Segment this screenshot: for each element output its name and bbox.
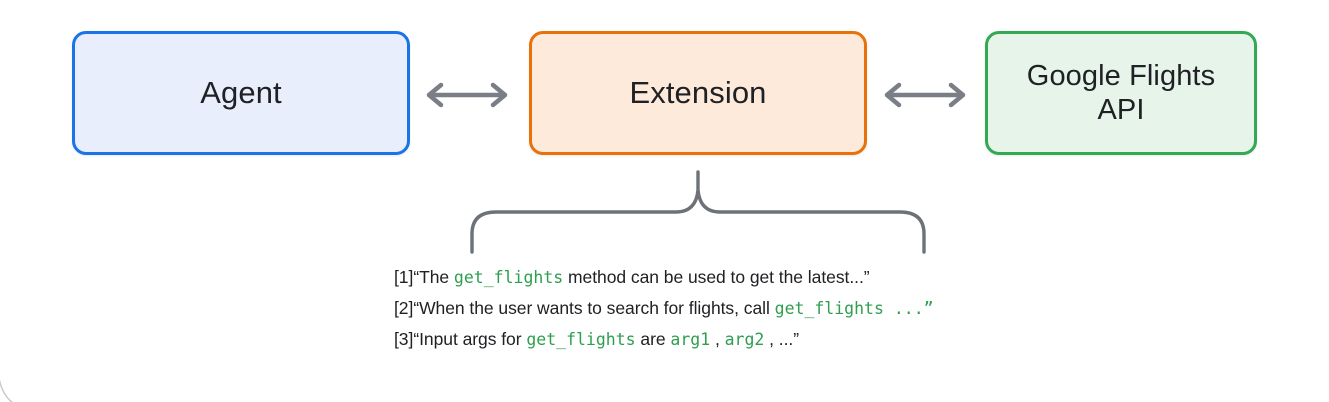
curly-brace-icon xyxy=(466,168,930,254)
annotation-1-text-a: “The xyxy=(413,267,454,287)
annotation-3-text-a: “Input args for xyxy=(413,329,527,349)
annotation-3-code-arg1: arg1 xyxy=(670,330,711,349)
node-extension-label: Extension xyxy=(629,74,767,110)
annotation-3-text-d: , ...” xyxy=(764,329,799,349)
node-google-flights-api-label: Google Flights API xyxy=(1026,59,1216,126)
annotation-1-index: [1] xyxy=(394,267,414,287)
annotation-line-3: [3] “Input args for get_flights are arg1… xyxy=(394,324,1054,355)
annotation-1-text-b: method can be used to get the latest...” xyxy=(563,267,870,287)
annotation-2-code-get-flights: get_flights xyxy=(774,299,884,318)
node-agent-label: Agent xyxy=(200,74,282,110)
annotation-2-text-a: “When the user wants to search for fligh… xyxy=(413,298,775,318)
annotation-3-text-b: are xyxy=(635,329,671,349)
annotation-line-1: [1] “The get_flights method can be used … xyxy=(394,262,1054,293)
annotation-3-code-get-flights: get_flights xyxy=(526,330,636,349)
annotation-3-index: [3] xyxy=(394,329,414,349)
annotation-3-code-arg2: arg2 xyxy=(724,330,765,349)
slide-corner-arc-icon xyxy=(0,366,40,402)
double-arrow-agent-extension-icon xyxy=(418,78,516,112)
node-google-flights-api[interactable]: Google Flights API xyxy=(985,31,1257,155)
node-agent[interactable]: Agent xyxy=(72,31,410,155)
annotation-1-code-get-flights: get_flights xyxy=(453,268,564,287)
annotation-list: [1] “The get_flights method can be used … xyxy=(394,262,1054,355)
annotation-2-index: [2] xyxy=(394,298,414,318)
double-arrow-extension-api-icon xyxy=(876,78,974,112)
annotation-line-2: [2] “When the user wants to search for f… xyxy=(394,293,1054,324)
annotation-3-text-c: , xyxy=(710,329,725,349)
annotation-2-text-b: ...” xyxy=(883,299,934,318)
node-extension[interactable]: Extension xyxy=(529,31,867,155)
